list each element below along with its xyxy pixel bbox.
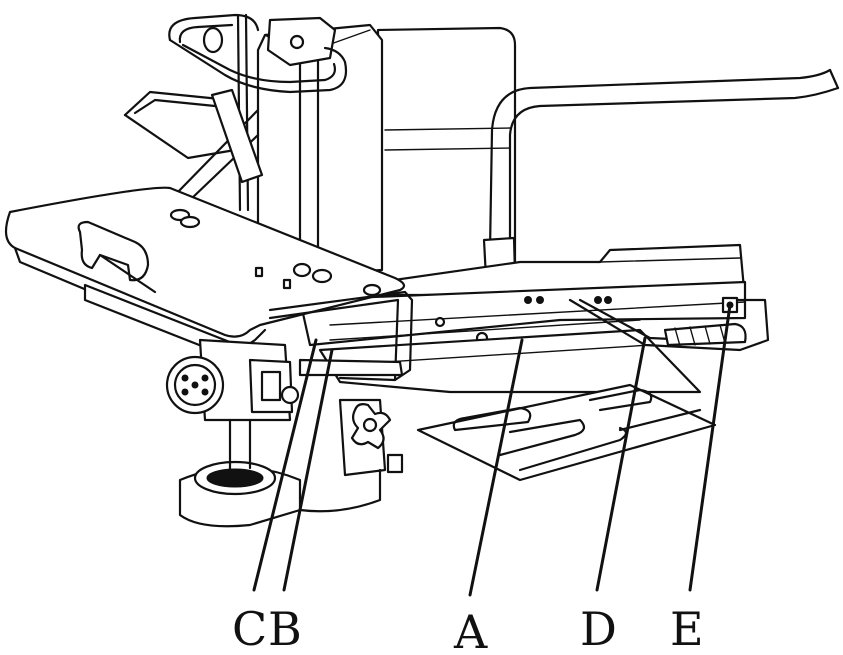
callout-label-b: B xyxy=(268,602,302,655)
leader-e xyxy=(688,303,732,592)
rear-column xyxy=(376,26,517,284)
callout-label-e: E xyxy=(670,602,704,655)
slotted-plate xyxy=(416,383,717,482)
callout-labels: C B A D E xyxy=(232,602,704,655)
callout-label-d: D xyxy=(580,602,617,655)
leader-a xyxy=(468,338,524,597)
right-handle-tube xyxy=(482,68,840,280)
u-bracket xyxy=(268,290,414,382)
leader-b xyxy=(282,348,334,592)
base-cylinder xyxy=(178,418,302,528)
leader-lines xyxy=(252,303,732,597)
switch-box xyxy=(248,358,300,414)
callout-label-c: C xyxy=(232,602,267,655)
leader-d xyxy=(595,336,647,592)
callout-label-a: A xyxy=(453,605,488,655)
star-knob xyxy=(298,398,404,513)
left-bracket xyxy=(123,88,264,202)
leader-c xyxy=(252,338,318,592)
vertical-post xyxy=(256,16,384,277)
